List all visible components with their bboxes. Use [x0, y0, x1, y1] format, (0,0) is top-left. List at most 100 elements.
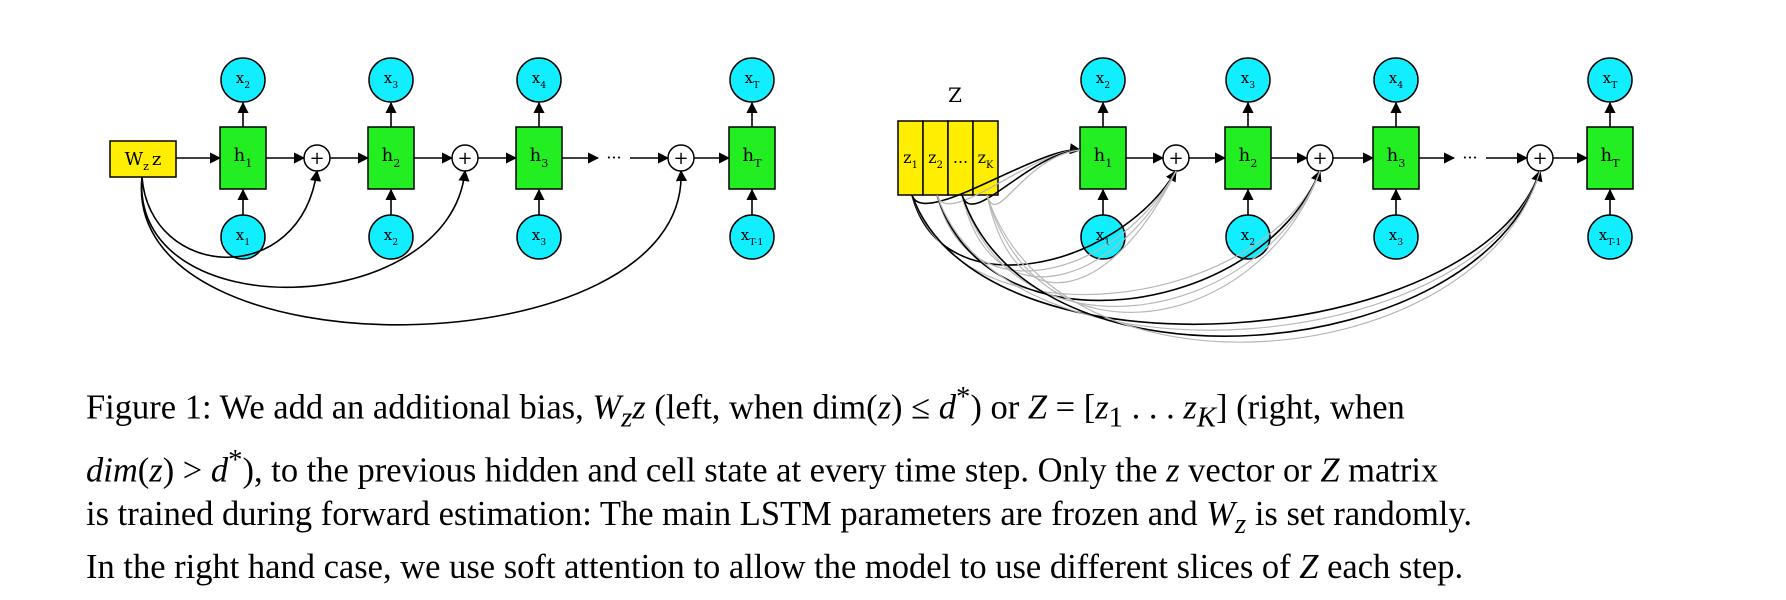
- caption-math: 1: [1108, 401, 1124, 434]
- caption-math: Z: [1299, 547, 1319, 586]
- add-node-label: +: [1312, 148, 1327, 169]
- bias-curve: [141, 169, 322, 259]
- input-node-label: x3: [532, 226, 546, 248]
- bias-curve: [140, 169, 688, 326]
- caption-math: z: [621, 401, 633, 434]
- hidden-state-label: h1: [234, 145, 253, 170]
- ellipsis: ···: [1462, 148, 1477, 167]
- hidden-state-label: h2: [382, 145, 401, 170]
- caption-line-1: Figure 1: We add an additional bias, Wzz…: [86, 376, 1726, 439]
- hidden-state-label: h3: [530, 145, 549, 170]
- caption-text: matrix: [1339, 451, 1439, 490]
- output-node-label: x3: [384, 69, 398, 91]
- caption-math: W: [592, 388, 622, 427]
- hidden-state-label: h2: [1239, 145, 1258, 170]
- caption-math: d: [938, 388, 956, 427]
- caption-math: z: [149, 451, 163, 490]
- add-node-label: +: [1168, 148, 1183, 169]
- attention-curve: [911, 169, 1543, 326]
- output-node-label: x4: [1389, 69, 1403, 91]
- caption-math: dim: [86, 451, 138, 490]
- caption-text: (: [137, 451, 150, 490]
- caption-math: *: [228, 444, 243, 477]
- attention-curve: [961, 170, 1177, 278]
- caption-text: = [: [1047, 388, 1096, 427]
- caption-text: ) >: [162, 451, 211, 490]
- input-node-label: x2: [1241, 226, 1255, 248]
- z-slice-label: zK: [978, 148, 994, 171]
- input-node-label: xT-1: [1599, 226, 1622, 248]
- ellipsis: ···: [606, 148, 621, 167]
- output-node-label: x3: [1241, 69, 1255, 91]
- attention-curve: [986, 170, 1177, 284]
- caption-math: z: [1183, 388, 1197, 427]
- caption-line-4: In the right hand case, we use soft atte…: [86, 546, 1726, 589]
- caption-text: ] (right, when: [1216, 388, 1405, 427]
- add-node-label: +: [673, 148, 688, 169]
- caption-text: each step.: [1318, 547, 1464, 586]
- add-node-label: +: [309, 148, 324, 169]
- add-node-label: +: [1532, 148, 1547, 169]
- caption-math: z: [632, 388, 646, 427]
- caption-text: Figure 1: We add an additional bias,: [86, 388, 593, 427]
- caption-text: is trained during forward estimation: Th…: [86, 494, 1207, 533]
- attention-curve: [986, 170, 1321, 313]
- caption-text: vector or: [1179, 451, 1321, 490]
- caption-text: ) or: [970, 388, 1028, 427]
- output-node-label: xT: [1603, 69, 1618, 91]
- caption-math: z: [1166, 451, 1180, 490]
- hidden-state-label: hT: [1600, 145, 1620, 170]
- input-node-label: x1: [236, 226, 250, 248]
- z-slice-label: ...: [953, 148, 968, 167]
- output-node-label: x4: [532, 69, 546, 91]
- caption-line-3: is trained during forward estimation: Th…: [86, 493, 1726, 546]
- hidden-state-label: h3: [1387, 145, 1406, 170]
- matrix-title: Z: [948, 83, 962, 107]
- attention-curve: [911, 143, 1082, 205]
- caption-math: Z: [1320, 451, 1340, 490]
- attention-curve: [961, 169, 1543, 337]
- attention-curve: [936, 170, 1541, 331]
- input-node-label: x3: [1389, 226, 1403, 248]
- attention-curve: [936, 170, 1177, 272]
- attention-curve: [936, 169, 1322, 302]
- z-slice-label: z1: [903, 148, 918, 171]
- hidden-state-box: [219, 126, 267, 190]
- caption-line-2: dim(z) > d*), to the previous hidden and…: [86, 439, 1726, 493]
- caption-math: K: [1196, 401, 1217, 434]
- caption-math: z: [1235, 507, 1247, 540]
- attention-curve: [986, 149, 1081, 205]
- bias-curve: [141, 169, 470, 289]
- caption-text: is set randomly.: [1246, 494, 1473, 533]
- output-node-label: x2: [1096, 69, 1110, 91]
- caption-math: z: [877, 388, 892, 427]
- caption-text: In the right hand case, we use soft atte…: [86, 547, 1300, 586]
- output-node-label: xT: [745, 69, 760, 91]
- caption-text: (left, when dim(: [645, 388, 878, 427]
- input-node-label: xT-1: [741, 226, 764, 248]
- caption-math: Z: [1027, 388, 1047, 427]
- caption-text: . . .: [1123, 388, 1184, 427]
- input-node-label: x2: [384, 226, 398, 248]
- output-node-label: x2: [236, 69, 250, 91]
- hidden-state-box: [1372, 126, 1420, 190]
- caption-math: z: [1095, 388, 1109, 427]
- caption-math: W: [1206, 494, 1235, 533]
- bias-box: [109, 140, 177, 178]
- caption-text: ) ≤: [891, 388, 939, 427]
- caption-text: ), to the previous hidden and cell state…: [242, 451, 1167, 490]
- caption-math: *: [955, 381, 971, 413]
- hidden-state-label: hT: [742, 145, 762, 170]
- input-node-label: x1: [1096, 226, 1110, 248]
- z-slice-label: z2: [928, 148, 943, 171]
- attention-curve: [986, 170, 1541, 343]
- z-slice: [897, 120, 924, 196]
- caption-math: d: [210, 451, 229, 490]
- attention-curve: [961, 170, 1321, 307]
- z-slice: [947, 120, 974, 196]
- add-node-label: +: [457, 148, 472, 169]
